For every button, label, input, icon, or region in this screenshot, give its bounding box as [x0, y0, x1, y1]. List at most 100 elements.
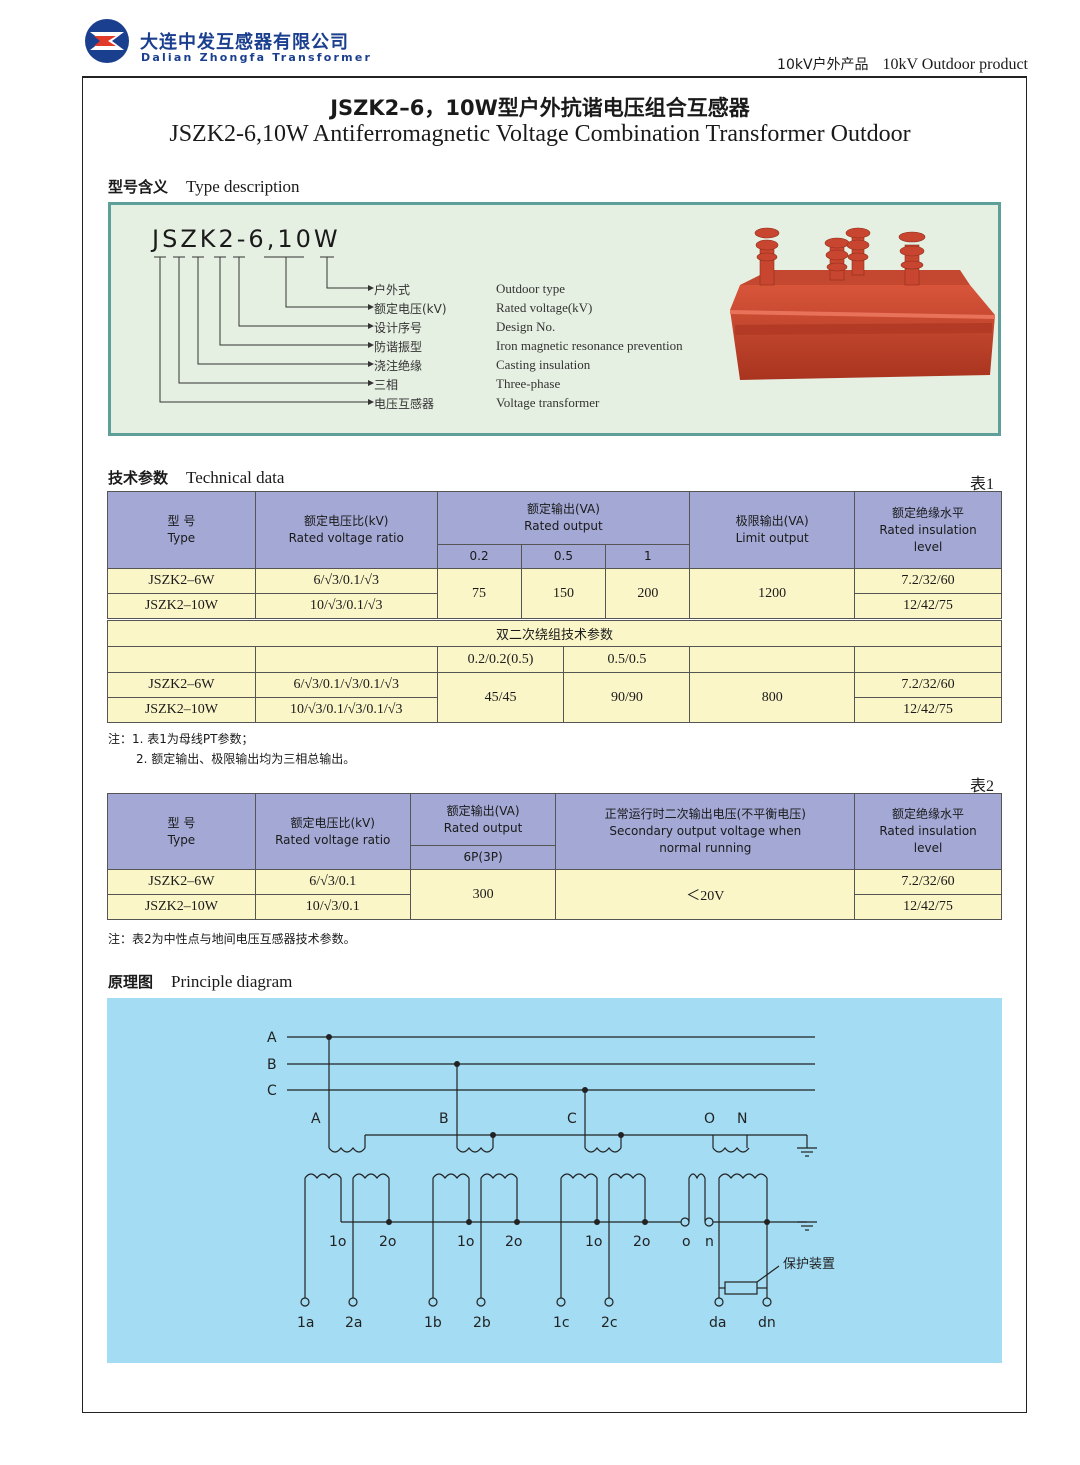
- type-item-en-4: Iron magnetic resonance prevention: [496, 338, 683, 353]
- type-item-cn-2: 额定电压(kV): [374, 302, 447, 316]
- unit-label-b: B: [439, 1111, 449, 1127]
- type-item-en-5: Casting insulation: [496, 357, 591, 372]
- table-row-ratio: 10/√3/0.1/√3: [254, 593, 438, 619]
- section-principle-diagram: 原理图 Principle diagram: [108, 971, 292, 992]
- th-type-en: Type: [167, 832, 196, 847]
- mid-label: 1o: [585, 1234, 602, 1250]
- unit-label-n: N: [737, 1111, 747, 1127]
- table-row-ins: 12/42/75: [854, 894, 1002, 920]
- type-item-cn-4: 防谐振型: [374, 340, 423, 354]
- page-title-en: JSZK2-6,10W Antiferromagnetic Voltage Co…: [169, 121, 911, 147]
- th-ratio-en: Rated voltage ratio: [275, 832, 391, 847]
- cell-limit: 1200: [689, 568, 856, 619]
- type-item-cn-1: 户外式: [374, 283, 411, 297]
- principle-diagram-panel: [107, 998, 1002, 1363]
- terminal-label: 1c: [553, 1315, 570, 1331]
- terminal-label: 2b: [473, 1315, 491, 1331]
- table-row-ratio: 6/√3/0.1: [254, 869, 411, 895]
- t2-secondary-voltage: ＜20V: [555, 869, 856, 920]
- terminal-label: dn: [758, 1315, 776, 1331]
- mid-label: n: [705, 1234, 714, 1250]
- table-row-type: JSZK2–10W: [107, 894, 256, 920]
- blank-cell: [254, 646, 438, 673]
- th-output-en: Rated output: [443, 820, 523, 835]
- company-logo: [85, 19, 129, 63]
- th-output-en: Rated output: [524, 519, 603, 533]
- type-item-cn-5: 浇注绝缘: [374, 359, 423, 373]
- th-acc-1: 0.2: [436, 544, 522, 569]
- page-frame: [82, 76, 1027, 1413]
- model-code-leader-lines: [154, 256, 374, 405]
- dual-out-2: 90/90: [563, 672, 691, 723]
- bus-label-b: B: [267, 1057, 277, 1073]
- table-row-ratio: 10/√3/0.1: [254, 894, 411, 920]
- th-output: 额定输出(VA)Rated output: [436, 491, 691, 545]
- th-ins-cn: 额定绝缘水平: [892, 807, 965, 821]
- note-3: 注：表2为中性点与地间电压互感器技术参数。: [108, 932, 356, 946]
- dual-acc-1: 0.2/0.2(0.5): [436, 646, 565, 673]
- th-ratio: 额定电压比(kV) Rated voltage ratio: [254, 491, 438, 569]
- table-row-type: JSZK2–10W: [107, 593, 256, 619]
- blank-cell: [854, 646, 1002, 673]
- page-title-cn: JSZK2–6，10W型户外抗谐电压组合互感器: [330, 96, 750, 120]
- table-row-type: JSZK2–6W: [107, 568, 256, 594]
- th-ratio-cn: 额定电压比(kV): [303, 514, 389, 528]
- principle-diagram: A B C A B C O N 1o 2o 1o 2o 1o 2o o n 1a…: [267, 1030, 835, 1331]
- terminal-label: da: [709, 1315, 726, 1331]
- table-row-type: JSZK2–10W: [107, 697, 256, 723]
- note-1: 注：1. 表1为母线PT参数；: [108, 732, 254, 746]
- header-tag-en: 10kV Outdoor product: [882, 56, 1028, 73]
- company-name-en: Dalian Zhongfa Transformer: [141, 51, 373, 64]
- mid-label: 1o: [329, 1234, 346, 1250]
- th-ins-en: Rated insulation: [879, 824, 977, 838]
- terminal-label: 2a: [345, 1315, 363, 1331]
- th-type-cn: 型 号: [167, 815, 196, 830]
- table-row-ins: 7.2/32/60: [854, 869, 1002, 895]
- cell-out-1: 200: [605, 568, 691, 619]
- bus-label-c: C: [267, 1083, 277, 1099]
- section-heading-cn: 原理图: [108, 973, 154, 991]
- type-item-en-7: Voltage transformer: [496, 395, 600, 410]
- th-acc-2: 0.5: [520, 544, 607, 569]
- table-row-ratio: 6/√3/0.1/√3/0.1/√3: [254, 672, 438, 698]
- section-heading-en: Principle diagram: [171, 972, 293, 991]
- th-ratio: 额定电压比(kV)Rated voltage ratio: [254, 793, 411, 870]
- th-ins-en2: level: [913, 539, 943, 554]
- unit-label-c: C: [567, 1111, 577, 1127]
- th-limit-cn: 极限输出(VA): [735, 514, 809, 528]
- dual-acc-2: 0.5/0.5: [563, 646, 691, 673]
- blank-cell: [107, 646, 256, 673]
- section-heading-en: Technical data: [186, 468, 285, 487]
- table2-label: 表2: [970, 778, 995, 795]
- table-row-ins: 12/42/75: [854, 697, 1002, 723]
- cell-out-05: 150: [520, 568, 607, 619]
- dual-limit: 800: [689, 672, 856, 723]
- type-item-cn-3: 设计序号: [374, 321, 423, 335]
- table-row-ins: 7.2/32/60: [854, 568, 1002, 594]
- th-ins-cn: 额定绝缘水平: [892, 505, 965, 520]
- mid-label: 2o: [379, 1234, 396, 1250]
- mid-label: o: [682, 1234, 691, 1250]
- dual-winding-title: 双二次绕组技术参数: [107, 620, 1002, 647]
- th-limit: 极限输出(VA)Limit output: [689, 491, 856, 569]
- section-heading-en: Type description: [186, 177, 300, 196]
- technical-table-dual: 双二次绕组技术参数 0.2/0.2(0.5) 0.5/0.5 JSZK2–6W …: [107, 620, 1002, 723]
- t2-output: 300: [409, 869, 557, 920]
- th-ratio-en: Rated voltage ratio: [288, 531, 404, 545]
- type-item-en-1: Outdoor type: [496, 281, 565, 296]
- th-type-en: Type: [167, 531, 196, 545]
- type-item-en-2: Rated voltage(kV): [496, 300, 593, 315]
- table-row-ins: 7.2/32/60: [854, 672, 1002, 698]
- table-row-type: JSZK2–6W: [107, 869, 256, 895]
- dual-out-1: 45/45: [436, 672, 565, 723]
- company-name-cn: 大连中发互感器有限公司: [140, 32, 349, 53]
- table-row-type: JSZK2–6W: [107, 672, 256, 698]
